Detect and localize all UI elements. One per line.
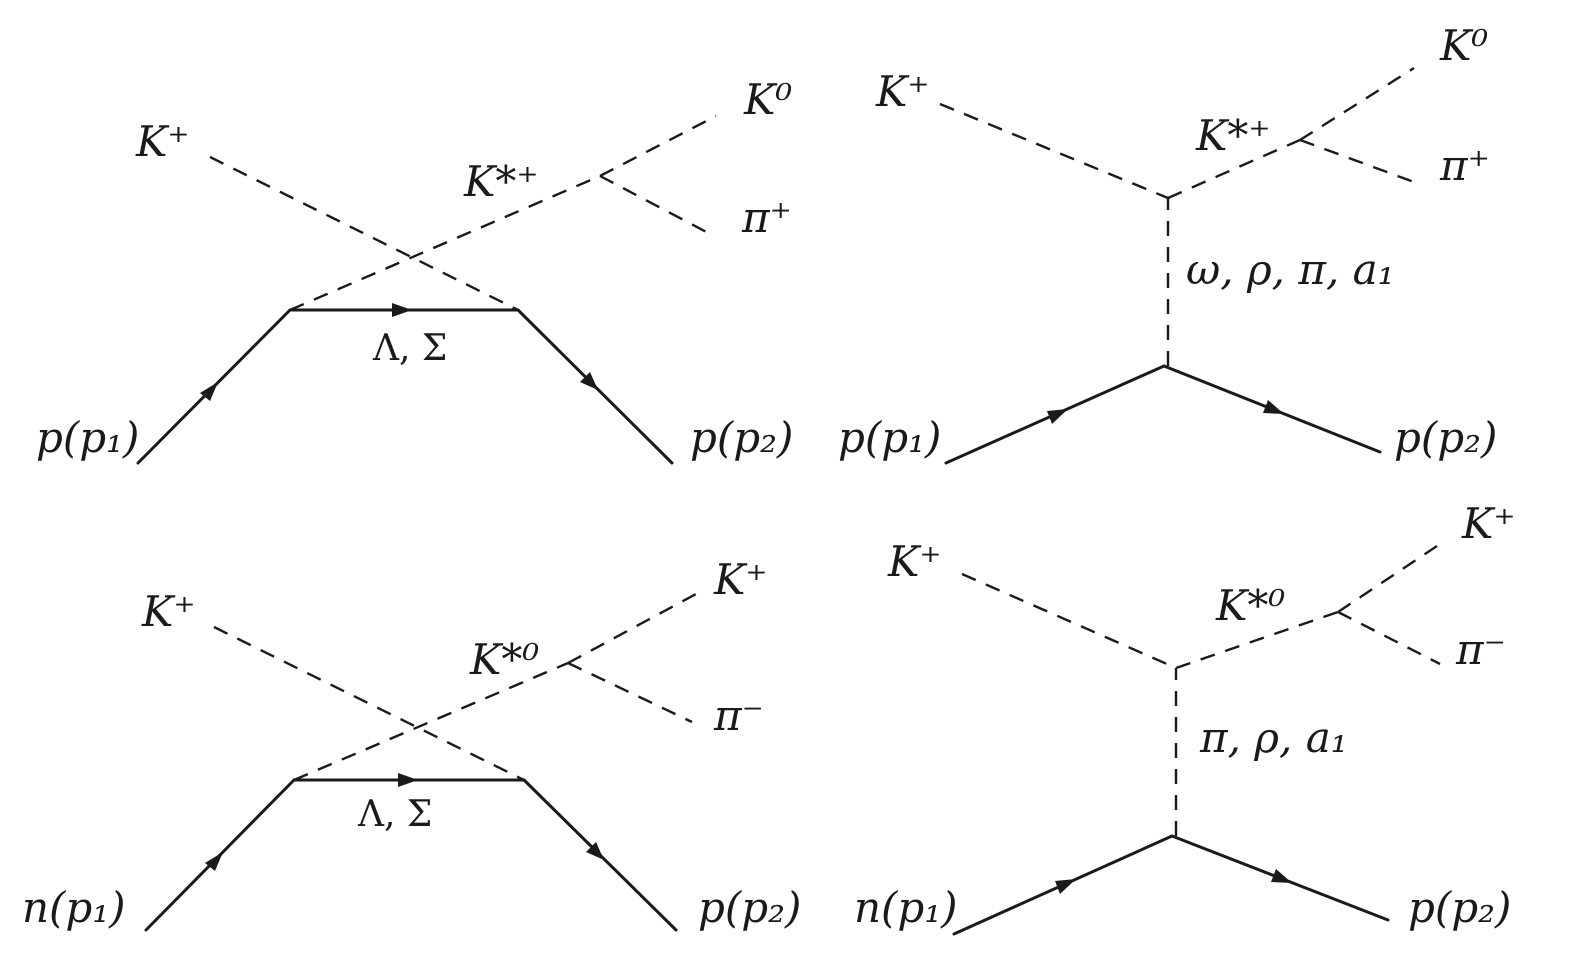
nucleon-out-label: p(p₂) (690, 413, 793, 462)
arrow-icon (392, 303, 412, 317)
diagram-bottom-left: K⁺ K⁺ π⁻ K*⁰ Λ, Σ n(p₁) p(p₂) (22, 555, 801, 932)
nucleon-out-label: p(p₂) (1408, 883, 1511, 932)
nucleon-out-label: p(p₂) (1394, 413, 1497, 462)
arrow-icon (1263, 400, 1284, 414)
nucleon-in-label: n(p₁) (22, 883, 126, 932)
resonance-label: K*⁰ (1215, 581, 1285, 630)
pion-out-label: π⁻ (713, 691, 764, 740)
pion-out-label: π⁺ (741, 193, 792, 242)
diagram-bottom-right: K⁺ K⁺ π⁻ K*⁰ π, ρ, a₁ n(p₁) p(p₂) (854, 499, 1516, 936)
arrow-icon (1055, 879, 1076, 894)
kaon-out-label: K⁰ (1439, 21, 1488, 70)
arrow-icon (398, 773, 418, 787)
pion-out-label: π⁺ (1439, 141, 1490, 190)
nucleon-in-label: p(p₁) (36, 413, 139, 462)
exchange-label: Λ, Σ (372, 328, 447, 369)
arrow-icon (205, 852, 223, 871)
kaon-out-label: K⁺ (713, 555, 768, 604)
nucleon-in-label: p(p₁) (838, 413, 941, 462)
kaon-out-line (567, 592, 697, 665)
kaon-out-label: K⁺ (1461, 499, 1516, 548)
nucleon-out-label: p(p₂) (698, 883, 801, 932)
exchange-label: π, ρ, a₁ (1199, 713, 1348, 762)
kaon-in-label: K⁺ (135, 117, 190, 166)
arrow-icon (200, 382, 218, 401)
kaon-in-label: K⁺ (141, 587, 196, 636)
kaon-in-line (213, 625, 525, 782)
pion-out-line (1337, 610, 1441, 666)
kaon-star-line (293, 661, 569, 782)
exchange-label: Λ, Σ (357, 794, 432, 835)
pion-out-line (567, 661, 693, 724)
nucleon-in-label: n(p₁) (854, 883, 958, 932)
diagram-top-right: K⁺ K⁰ π⁺ K*⁺ ω, ρ, π, a₁ p(p₁) p(p₂) (838, 21, 1497, 465)
arrow-icon (586, 842, 604, 860)
kaon-star-line (1175, 610, 1339, 670)
diagram-top-left: K⁺ K⁰ π⁺ K*⁺ Λ, Σ p(p₁) p(p₂) (36, 75, 793, 465)
kaon-out-line (1337, 539, 1447, 613)
arrow-icon (1271, 869, 1292, 883)
resonance-label: K*⁰ (469, 635, 539, 684)
kaon-in-line (961, 572, 1177, 670)
pion-out-label: π⁻ (1455, 625, 1506, 674)
kaon-in-label: K⁺ (875, 67, 930, 116)
kaon-out-line (1299, 66, 1415, 142)
kaon-in-label: K⁺ (887, 537, 942, 586)
pion-out-line (1299, 138, 1415, 184)
kaon-out-line (599, 114, 717, 178)
arrow-icon (580, 372, 598, 390)
kaon-out-label: K⁰ (743, 75, 792, 124)
arrow-icon (1047, 409, 1068, 424)
resonance-label: K*⁺ (463, 157, 539, 206)
pion-out-line (599, 174, 715, 238)
exchange-label: ω, ρ, π, a₁ (1186, 245, 1395, 294)
kaon-in-line (209, 155, 519, 312)
kaon-star-line (289, 174, 601, 312)
kaon-in-line (939, 102, 1169, 200)
resonance-label: K*⁺ (1195, 111, 1271, 160)
